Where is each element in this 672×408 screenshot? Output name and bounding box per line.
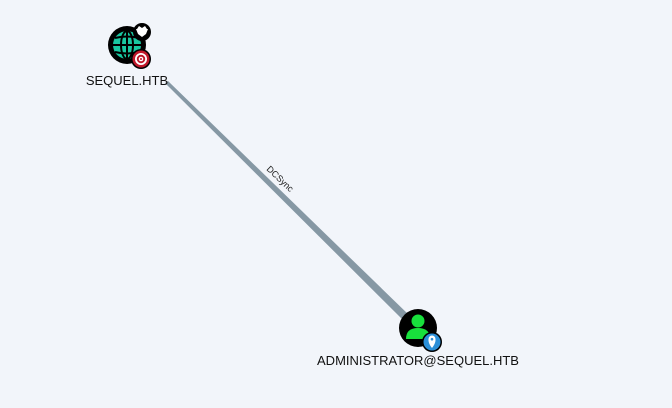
edge-line[interactable] (165, 81, 410, 320)
edge-dcsync[interactable]: DCSync (165, 81, 410, 320)
location-pin-icon (422, 332, 442, 352)
node-domain[interactable]: SEQUEL.HTB (86, 23, 168, 88)
edge-label: DCSync (265, 164, 296, 194)
domain-node-label: SEQUEL.HTB (86, 73, 168, 88)
user-node-label: ADMINISTRATOR@SEQUEL.HTB (317, 353, 519, 368)
crown-icon (133, 23, 151, 41)
node-user[interactable]: ADMINISTRATOR@SEQUEL.HTB (317, 309, 519, 368)
target-icon (131, 49, 151, 69)
